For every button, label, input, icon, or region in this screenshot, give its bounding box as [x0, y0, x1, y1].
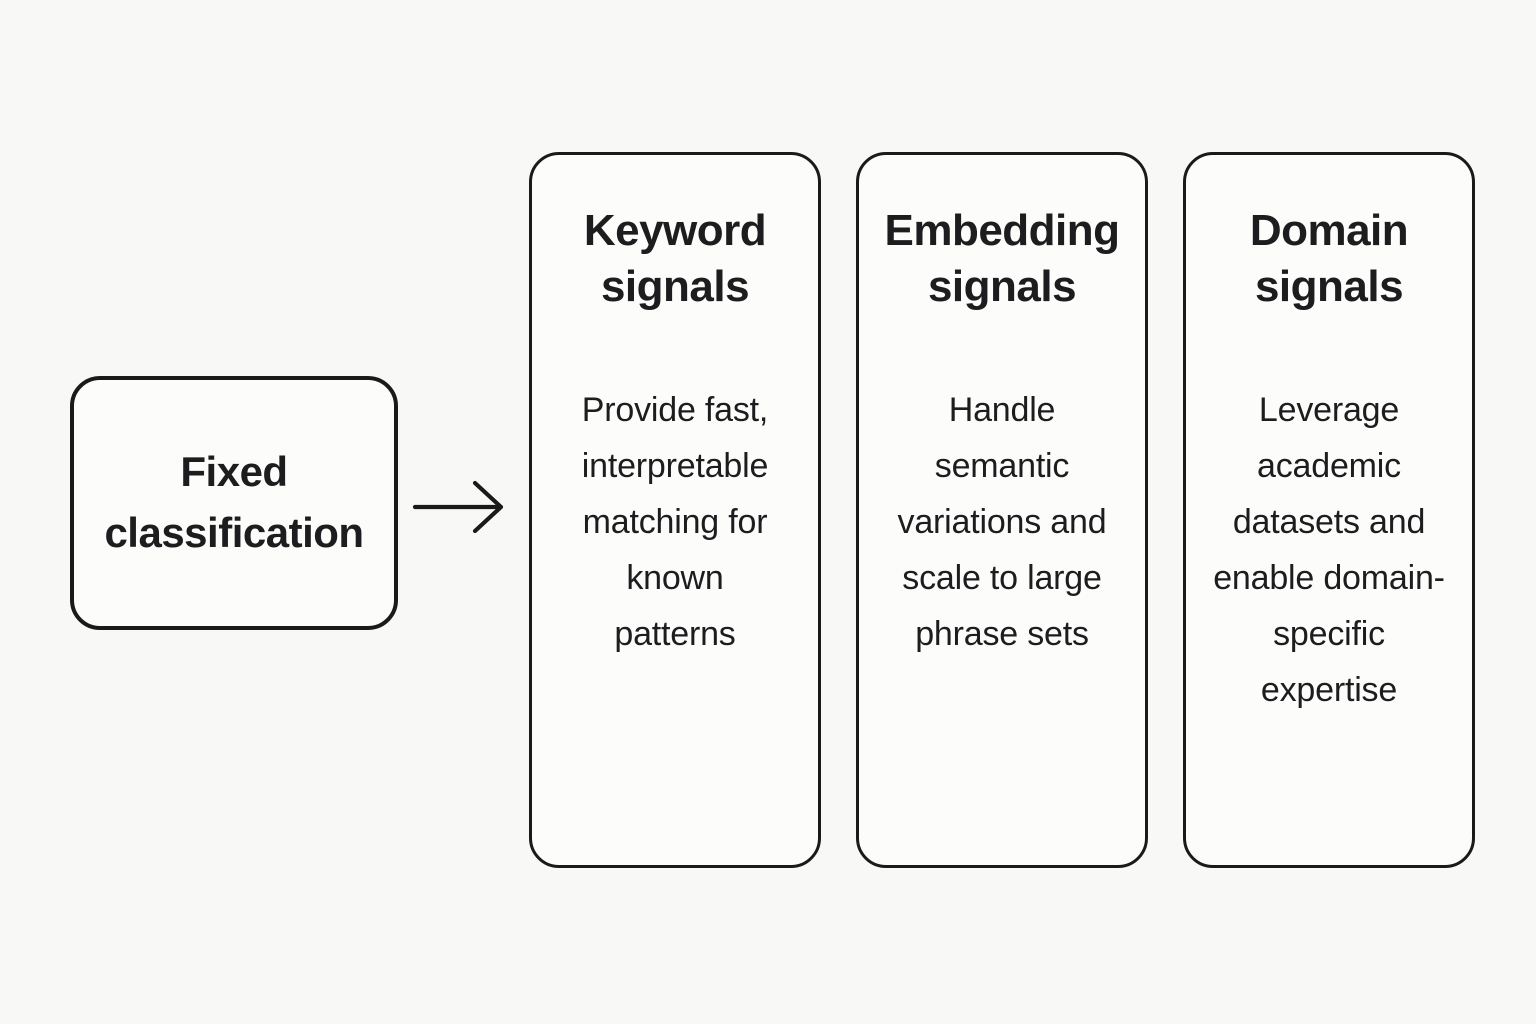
source-box: Fixed classification: [70, 376, 398, 630]
card-title: Keyword signals: [583, 206, 767, 312]
card-embedding-signals: Embedding signals Handle semantic variat…: [856, 152, 1148, 868]
card-title: Embedding signals: [884, 206, 1120, 312]
card-description: Leverage academic datasets and enable do…: [1213, 390, 1445, 709]
card-description: Provide fast, interpretable matching for…: [581, 390, 769, 653]
card-title: Domain signals: [1249, 206, 1409, 312]
card-keyword-signals: Keyword signals Provide fast, interpreta…: [529, 152, 821, 868]
card-domain-signals: Domain signals Leverage academic dataset…: [1183, 152, 1475, 868]
arrow-right-icon: [412, 480, 504, 534]
card-description: Handle semantic variations and scale to …: [897, 390, 1107, 653]
source-label: Fixed classification: [104, 448, 364, 556]
